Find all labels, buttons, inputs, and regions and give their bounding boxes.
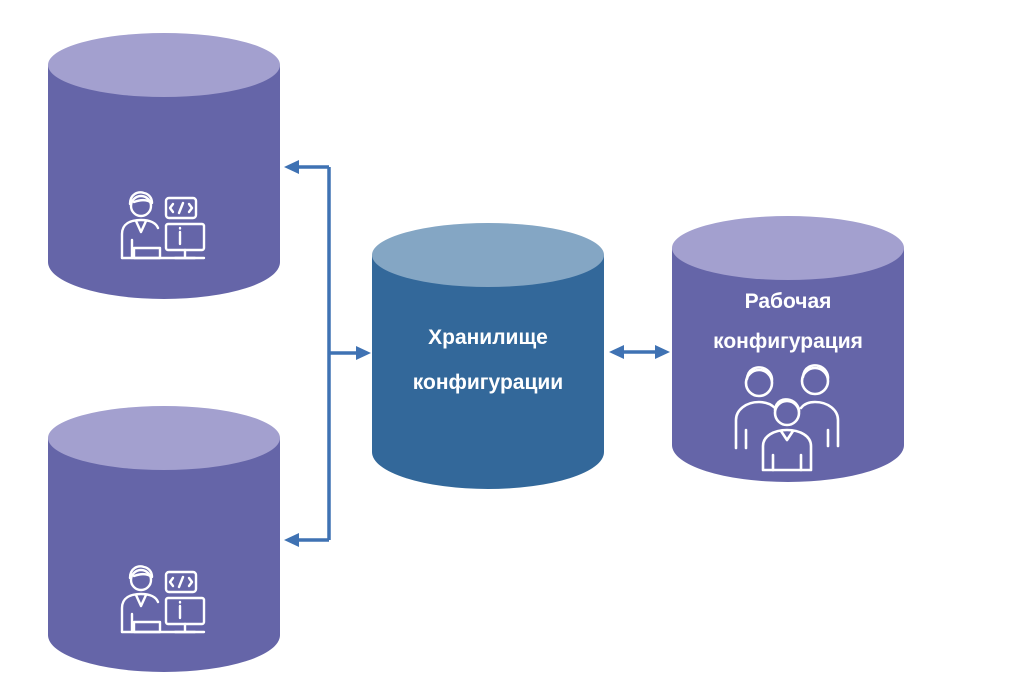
users-group-icon — [734, 364, 840, 472]
storage-label-line-2: конфигурации — [413, 371, 563, 394]
database-top — [48, 406, 280, 470]
developer-database-top — [48, 33, 280, 299]
database-body — [372, 255, 604, 489]
database-top — [372, 223, 604, 287]
database-body — [672, 248, 904, 482]
storage-label-line-1: Хранилище — [428, 326, 548, 349]
connectors — [284, 160, 670, 547]
database-top — [48, 33, 280, 97]
working-label-line-1: Рабочая — [745, 290, 832, 313]
developer-database-bottom — [48, 406, 280, 672]
working-label-line-2: конфигурация — [713, 330, 863, 353]
database-body — [48, 438, 280, 672]
arrowhead-dev-bottom — [284, 533, 299, 547]
arrowhead-storage — [356, 346, 371, 360]
developer-at-computer-icon — [120, 565, 206, 634]
database-body — [48, 65, 280, 299]
arrowhead-working-side — [655, 345, 670, 359]
database-top — [672, 216, 904, 280]
configuration-storage-database: Хранилище конфигурации — [372, 223, 604, 489]
arrowhead-dev-top — [284, 160, 299, 174]
working-configuration-database: Рабочая конфигурация — [672, 216, 904, 482]
arrowhead-storage-side — [609, 345, 624, 359]
developer-at-computer-icon — [120, 191, 206, 260]
